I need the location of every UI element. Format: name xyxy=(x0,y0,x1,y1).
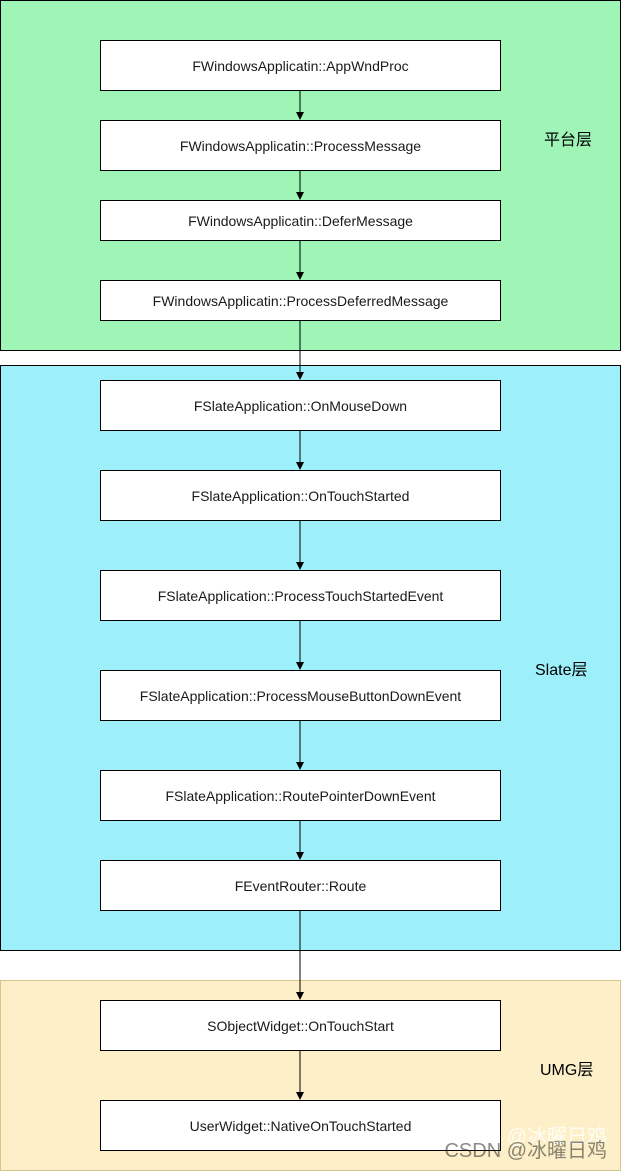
node-user-widget-native-on-touch-started: UserWidget::NativeOnTouchStarted xyxy=(100,1100,501,1151)
node-on-mouse-down: FSlateApplication::OnMouseDown xyxy=(100,380,501,431)
watermark: 知乎 @冰曜日鸡 CSDN @冰曜日鸡 xyxy=(444,1126,607,1163)
umg-layer-label: UMG层 xyxy=(540,1062,594,1079)
watermark-csdn: CSDN @冰曜日鸡 xyxy=(444,1140,607,1162)
slate-layer xyxy=(0,365,621,951)
node-app-wnd-proc: FWindowsApplicatin::AppWndProc xyxy=(100,40,501,91)
node-sobject-widget-on-touch-start: SObjectWidget::OnTouchStart xyxy=(100,1000,501,1051)
node-event-router-route: FEventRouter::Route xyxy=(100,860,501,911)
node-process-message: FWindowsApplicatin::ProcessMessage xyxy=(100,120,501,171)
node-route-pointer-down-event: FSlateApplication::RoutePointerDownEvent xyxy=(100,770,501,821)
platform-layer-label: 平台层 xyxy=(544,132,593,149)
node-defer-message: FWindowsApplicatin::DeferMessage xyxy=(100,200,501,241)
watermark-zhihu: 知乎 @冰曜日鸡 xyxy=(461,1126,607,1148)
slate-layer-label: Slate层 xyxy=(535,662,588,679)
node-on-touch-started: FSlateApplication::OnTouchStarted xyxy=(100,470,501,521)
node-process-mouse-button-down-event: FSlateApplication::ProcessMouseButtonDow… xyxy=(100,670,501,721)
node-process-touch-started-event: FSlateApplication::ProcessTouchStartedEv… xyxy=(100,570,501,621)
node-process-deferred-message: FWindowsApplicatin::ProcessDeferredMessa… xyxy=(100,280,501,321)
